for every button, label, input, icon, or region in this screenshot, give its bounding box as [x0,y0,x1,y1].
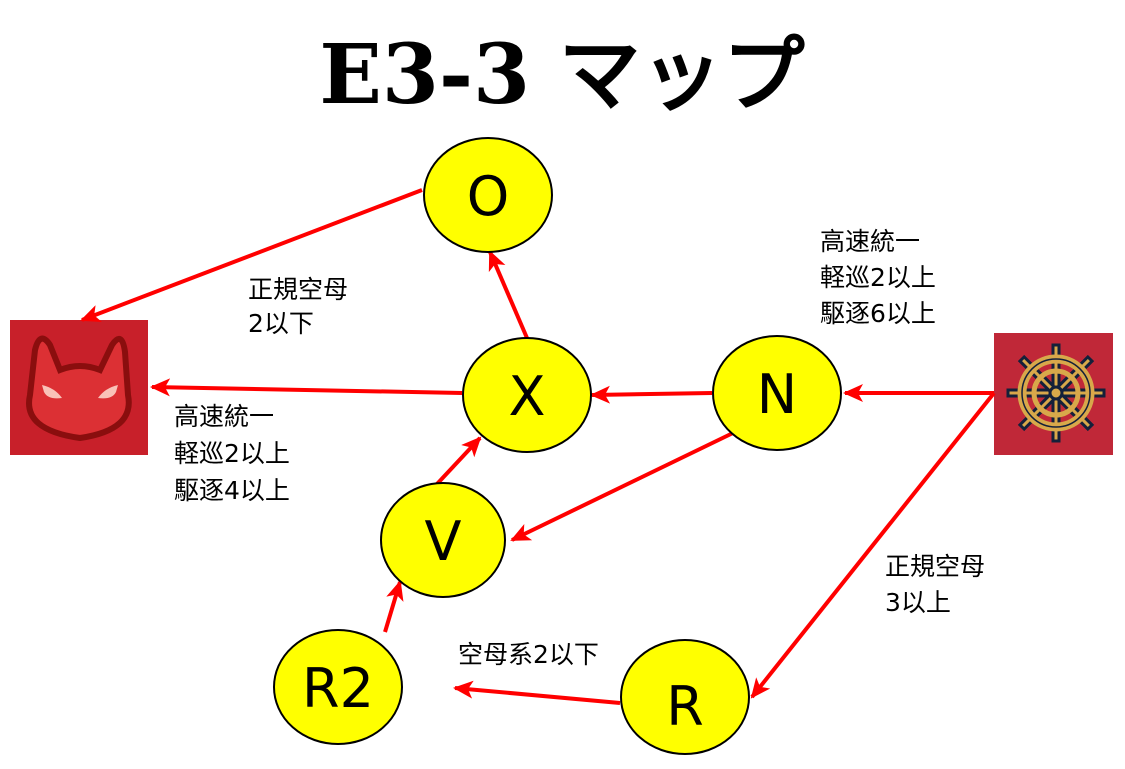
node-n-label: N [757,363,797,426]
condition-r-r2: 空母系2以下 [458,640,599,669]
node-r-label: R [666,675,704,738]
node-n [712,335,842,451]
condition-o-boss: 正規空母 2以下 [248,275,348,338]
arrow-start-r [750,391,996,699]
boss-demon-icon [10,320,148,455]
arrow-v-x [435,436,482,486]
arrow-n-v [510,430,736,542]
node-r2 [273,629,403,745]
node-r [620,639,750,755]
svg-text:軽巡2以上: 軽巡2以上 [820,263,936,292]
svg-text:正規空母: 正規空母 [885,552,985,581]
svg-text:2以下: 2以下 [248,309,314,338]
condition-start-r: 正規空母 3以上 [885,552,985,617]
arrow-o-boss [80,188,423,322]
node-x [462,337,592,453]
svg-text:空母系2以下: 空母系2以下 [458,640,599,669]
svg-text:駆逐6以上: 駆逐6以上 [820,299,936,328]
node-v [380,482,506,598]
svg-text:軽巡2以上: 軽巡2以上 [174,439,290,468]
ship-wheel-icon [994,333,1113,455]
arrows [80,188,996,705]
condition-start-n: 高速統一 軽巡2以上 駆逐6以上 [820,227,936,328]
svg-text:高速統一: 高速統一 [174,402,274,431]
node-o-label: O [467,165,510,228]
arrow-n-x [590,385,713,404]
svg-text:正規空母: 正規空母 [248,275,348,304]
node-r2-label: R2 [302,657,374,720]
condition-x-boss: 高速統一 軽巡2以上 駆逐4以上 [174,402,290,505]
arrow-x-boss [150,378,463,397]
svg-text:3以上: 3以上 [885,588,951,617]
node-v-label: V [425,510,462,573]
arrow-r2-v [383,580,404,633]
arrow-r-r2 [453,680,621,705]
node-o [423,137,553,253]
svg-text:高速統一: 高速統一 [820,227,920,256]
node-x-label: X [509,365,546,428]
arrow-x-o [488,250,529,339]
map-title: E3-3 マップ [319,27,804,123]
svg-text:駆逐4以上: 駆逐4以上 [174,476,290,505]
